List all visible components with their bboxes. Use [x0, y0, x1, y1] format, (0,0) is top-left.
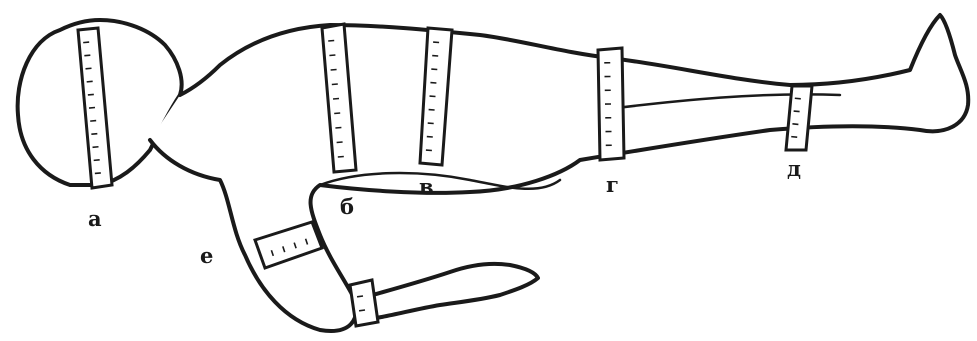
label-arm: е — [200, 243, 213, 268]
tape-tick — [83, 42, 89, 43]
tape-tick — [91, 134, 97, 135]
tape-tick — [86, 68, 92, 69]
tape-shin — [786, 86, 812, 150]
tape-tick — [357, 296, 363, 297]
tape-tick — [95, 173, 101, 174]
tape-tick — [88, 94, 94, 95]
tape-tick — [87, 81, 93, 82]
tape-tick — [791, 137, 797, 138]
tape-tick — [794, 111, 800, 112]
tape-tick — [93, 147, 99, 148]
label-head: а — [88, 206, 102, 231]
label-chest: б — [340, 194, 354, 219]
tape-tick — [90, 121, 96, 122]
label-waist: в — [419, 174, 434, 199]
tape-tick — [792, 124, 798, 125]
label-thigh: г — [606, 172, 619, 197]
tape-tick — [84, 55, 90, 56]
tape-tick — [89, 108, 95, 109]
tape-tick — [94, 160, 100, 161]
tape-tick — [795, 98, 801, 99]
tape-tick — [359, 310, 365, 311]
label-shin: д — [787, 156, 801, 181]
lying-body-outline — [18, 15, 969, 331]
tape-forearm — [350, 280, 378, 326]
torso-shape — [150, 15, 968, 331]
hand-shape — [355, 264, 538, 320]
tape-thigh — [598, 48, 624, 160]
